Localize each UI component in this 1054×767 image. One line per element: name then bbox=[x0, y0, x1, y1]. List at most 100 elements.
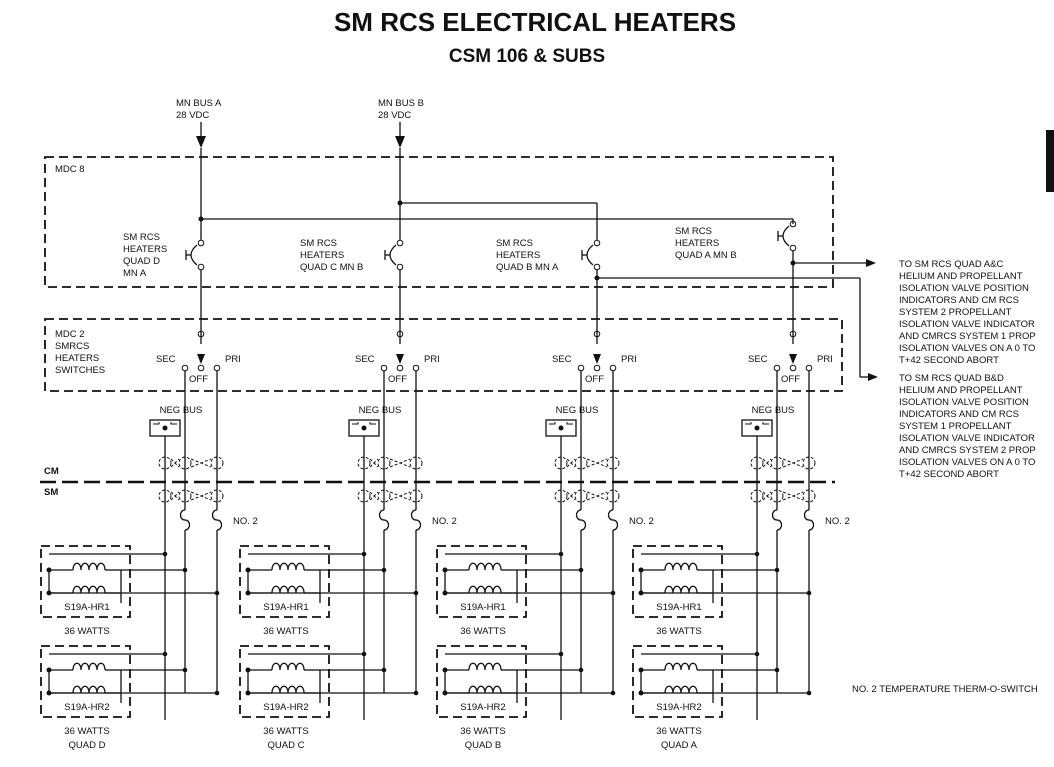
page-edge-tab bbox=[1046, 130, 1054, 192]
svg-text:T+42 SECOND ABORT: T+42 SECOND ABORT bbox=[899, 469, 999, 480]
svg-text:SYSTEM 2 PROPELLANT: SYSTEM 2 PROPELLANT bbox=[899, 307, 1012, 318]
quad-label-c: QUAD C bbox=[268, 740, 305, 751]
mdc2-label-1: MDC 2 bbox=[55, 329, 85, 340]
heater-label: S19A-HR1 bbox=[460, 602, 505, 613]
sec-label-b: SEC bbox=[552, 354, 572, 365]
sec-label-d: SEC bbox=[156, 354, 176, 365]
svg-text:ISOLATION VALVE INDICATOR: ISOLATION VALVE INDICATOR bbox=[899, 319, 1035, 330]
off-label-c: OFF bbox=[388, 374, 407, 385]
no2-label-b: NO. 2 bbox=[629, 516, 654, 527]
quad-label-d: QUAD D bbox=[69, 740, 106, 751]
pri-label-d: PRI bbox=[225, 354, 241, 365]
off-label-a: OFF bbox=[781, 374, 800, 385]
switch-arrow-c bbox=[396, 354, 404, 364]
svg-text:ISOLATION VALVE INDICATOR: ISOLATION VALVE INDICATOR bbox=[899, 433, 1035, 444]
heater-label: S19A-HR1 bbox=[64, 602, 109, 613]
no2-label-a: NO. 2 bbox=[825, 516, 850, 527]
breaker-c-label-1: SM RCS bbox=[300, 238, 337, 249]
svg-text:AND CMRCS SYSTEM 1 PROP: AND CMRCS SYSTEM 1 PROP bbox=[899, 331, 1036, 342]
breaker-b-label-1: SM RCS bbox=[496, 238, 533, 249]
sec-label-c: SEC bbox=[355, 354, 375, 365]
mdc8-panel bbox=[44, 156, 834, 288]
breaker-quad-b bbox=[581, 239, 601, 271]
breaker-quad-d bbox=[185, 239, 205, 271]
svg-text:INDICATORS AND CM RCS: INDICATORS AND CM RCS bbox=[899, 295, 1019, 306]
breaker-d-label-2: HEATERS bbox=[123, 244, 167, 255]
pri-label-a: PRI bbox=[817, 354, 833, 365]
no2-label-c: NO. 2 bbox=[432, 516, 457, 527]
breaker-quad-c bbox=[384, 239, 404, 271]
neg-bus-label-a: NEG BUS bbox=[752, 405, 795, 416]
note-quad-ac: TO SM RCS QUAD A&C HELIUM AND PROPELLANT… bbox=[899, 259, 1036, 366]
footnote: NO. 2 TEMPERATURE THERM-O-SWITCH bbox=[852, 684, 1038, 695]
svg-text:TO SM RCS QUAD A&C: TO SM RCS QUAD A&C bbox=[899, 259, 1003, 270]
heater-watts: 36 WATTS bbox=[64, 626, 109, 637]
svg-text:T+42 SECOND ABORT: T+42 SECOND ABORT bbox=[899, 355, 999, 366]
neg-bus-label-d: NEG BUS bbox=[160, 405, 203, 416]
heater-watts: 36 WATTS bbox=[656, 726, 701, 737]
breaker-b-label-2: HEATERS bbox=[496, 250, 540, 261]
heater-watts: 36 WATTS bbox=[64, 726, 109, 737]
breaker-a-label-2: HEATERS bbox=[675, 238, 719, 249]
svg-text:SYSTEM 1 PROPELLANT: SYSTEM 1 PROPELLANT bbox=[899, 421, 1012, 432]
off-label-b: OFF bbox=[585, 374, 604, 385]
switch-arrow-a bbox=[789, 354, 797, 364]
bus-a-voltage: 28 VDC bbox=[176, 110, 209, 121]
heater-1-quad-d: S19A-HR1 36 WATTS bbox=[40, 545, 220, 637]
svg-text:TO SM RCS QUAD B&D: TO SM RCS QUAD B&D bbox=[899, 373, 1004, 384]
off-label-d: OFF bbox=[189, 374, 208, 385]
breaker-a-label-3: QUAD A MN B bbox=[675, 250, 737, 261]
no2-label-d: NO. 2 bbox=[233, 516, 258, 527]
heater-watts: 36 WATTS bbox=[460, 726, 505, 737]
breaker-d-label-3: QUAD D bbox=[123, 256, 160, 267]
heater-watts: 36 WATTS bbox=[460, 626, 505, 637]
bus-b-arrow bbox=[395, 122, 405, 148]
heater-label: S19A-HR1 bbox=[263, 602, 308, 613]
heater-label: S19A-HR1 bbox=[656, 602, 701, 613]
svg-text:INDICATORS AND CM RCS: INDICATORS AND CM RCS bbox=[899, 409, 1019, 420]
svg-text:HELIUM AND PROPELLANT: HELIUM AND PROPELLANT bbox=[899, 385, 1023, 396]
breaker-d-label-1: SM RCS bbox=[123, 232, 160, 243]
heater-label: S19A-HR2 bbox=[656, 702, 701, 713]
svg-text:HELIUM AND PROPELLANT: HELIUM AND PROPELLANT bbox=[899, 271, 1023, 282]
pri-label-b: PRI bbox=[621, 354, 637, 365]
mdc8-label: MDC 8 bbox=[55, 164, 85, 175]
svg-text:ISOLATION VALVE POSITION: ISOLATION VALVE POSITION bbox=[899, 283, 1029, 294]
cm-label: CM bbox=[44, 466, 59, 477]
heater-label: S19A-HR2 bbox=[460, 702, 505, 713]
page-title: SM RCS ELECTRICAL HEATERS bbox=[334, 7, 736, 37]
heater-label: S19A-HR2 bbox=[263, 702, 308, 713]
switch-arrow-d bbox=[197, 354, 205, 364]
heater-2-quad-a: S19A-HR2 36 WATTS bbox=[632, 645, 812, 737]
breaker-d-label-4: MN A bbox=[123, 268, 147, 279]
svg-text:ISOLATION VALVES ON A 0 TO: ISOLATION VALVES ON A 0 TO bbox=[899, 457, 1035, 468]
pri-label-c: PRI bbox=[424, 354, 440, 365]
breaker-c-label-3: QUAD C MN B bbox=[300, 262, 363, 273]
switch-arrow-b bbox=[593, 354, 601, 364]
bus-b-voltage: 28 VDC bbox=[378, 110, 411, 121]
bus-a-distribution bbox=[198, 148, 794, 240]
heater-1-quad-b: S19A-HR1 36 WATTS bbox=[436, 545, 616, 637]
note-quad-bd: TO SM RCS QUAD B&D HELIUM AND PROPELLANT… bbox=[899, 373, 1036, 480]
branch-quad-bd bbox=[594, 275, 878, 381]
bus-b-distribution bbox=[397, 148, 598, 240]
breaker-c-label-2: HEATERS bbox=[300, 250, 344, 261]
mdc2-label-3: HEATERS bbox=[55, 353, 99, 364]
neg-bus-label-c: NEG BUS bbox=[359, 405, 402, 416]
svg-text:ISOLATION VALVES ON A 0 TO: ISOLATION VALVES ON A 0 TO bbox=[899, 343, 1035, 354]
bus-a-arrow bbox=[196, 122, 206, 148]
breaker-quad-a bbox=[777, 220, 797, 252]
mdc2-label-4: SWITCHES bbox=[55, 365, 105, 376]
mdc2-panel bbox=[44, 318, 843, 392]
quad-label-b: QUAD B bbox=[465, 740, 501, 751]
page-subtitle: CSM 106 & SUBS bbox=[449, 46, 605, 67]
bus-b-label: MN BUS B bbox=[378, 98, 424, 109]
